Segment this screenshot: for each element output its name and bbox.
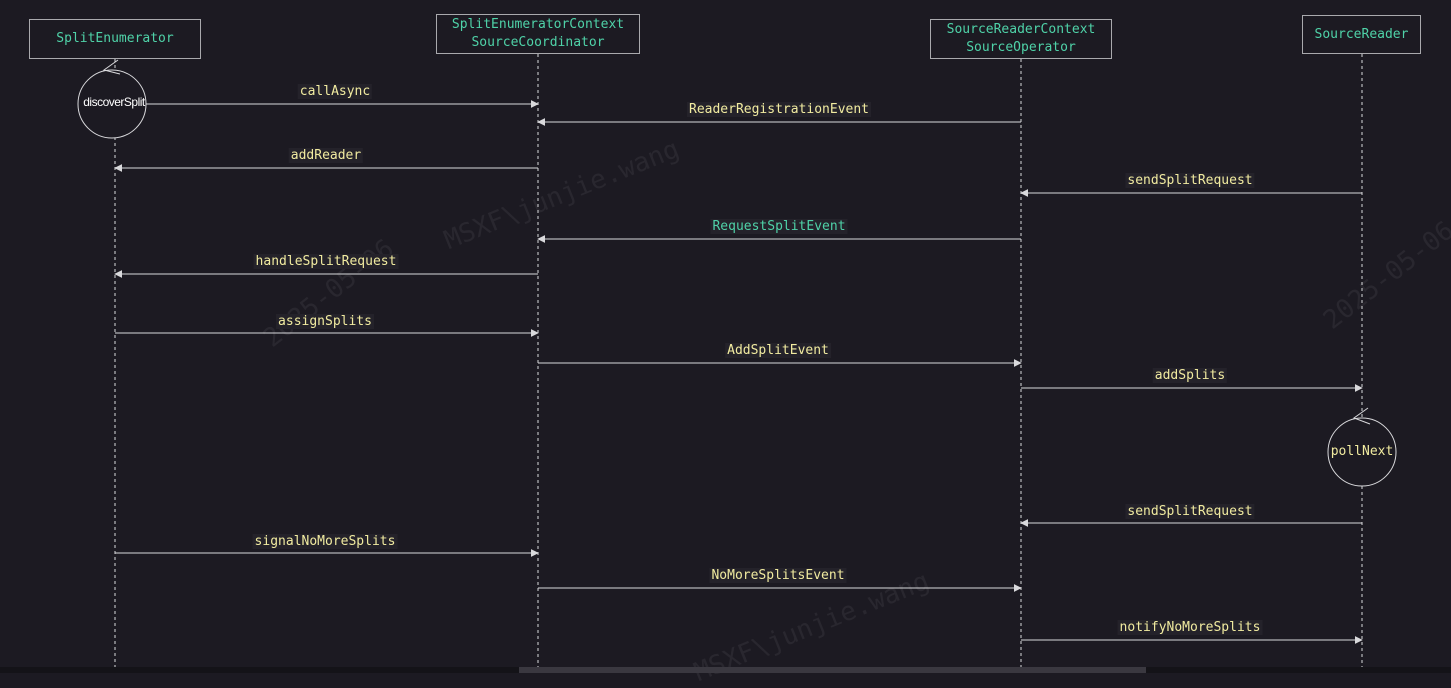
message-label: handleSplitRequest — [253, 254, 399, 270]
actor-label: SourceReaderContext — [946, 22, 1096, 37]
message-text: NoMoreSplitsEvent — [709, 568, 847, 583]
message-label: notifyNoMoreSplits — [1117, 620, 1263, 636]
message-label: NoMoreSplitsEvent — [709, 568, 847, 584]
loop-label-poll-next: pollNext — [1330, 444, 1394, 459]
message-text: assignSplits — [276, 314, 374, 329]
horizontal-scrollbar-thumb[interactable] — [519, 667, 1146, 673]
actor-label: SplitEnumeratorContext — [451, 17, 625, 32]
message-text: addSplits — [1152, 368, 1228, 383]
message-label: ReaderRegistrationEvent — [686, 102, 872, 118]
discover-split-loop-arrow — [102, 59, 121, 75]
message-text: AddSplitEvent — [725, 343, 831, 358]
actor-source-coordinator: SplitEnumeratorContext SourceCoordinator — [436, 14, 640, 54]
message-text: ReaderRegistrationEvent — [686, 102, 872, 117]
loop-label-discover-split: discoverSplit — [83, 95, 145, 109]
message-label: sendSplitRequest — [1125, 173, 1255, 189]
message-text: callAsync — [297, 84, 373, 99]
actor-label: SourceCoordinator — [471, 35, 605, 50]
actor-label: SplitEnumerator — [56, 31, 174, 46]
actor-split-enumerator: SplitEnumerator — [29, 19, 201, 59]
actor-label: SourceOperator — [966, 40, 1076, 55]
poll-next-loop-circle — [1327, 417, 1397, 487]
message-text: handleSplitRequest — [253, 254, 399, 269]
message-text: sendSplitRequest — [1125, 173, 1255, 188]
message-text: signalNoMoreSplits — [252, 534, 398, 549]
message-text: RequestSplitEvent — [710, 219, 848, 234]
message-text: notifyNoMoreSplits — [1117, 620, 1263, 635]
message-label: callAsync — [297, 84, 373, 100]
message-text: sendSplitRequest — [1125, 504, 1255, 519]
message-label: RequestSplitEvent — [710, 219, 848, 235]
message-label: addSplits — [1152, 368, 1228, 384]
message-label: sendSplitRequest — [1125, 504, 1255, 520]
message-label: AddSplitEvent — [725, 343, 831, 359]
actor-source-reader: SourceReader — [1302, 15, 1421, 54]
message-label: assignSplits — [276, 314, 374, 330]
actor-label: SourceReader — [1314, 26, 1409, 42]
actor-source-operator: SourceReaderContext SourceOperator — [930, 19, 1112, 59]
diagram-lines — [77, 54, 1397, 667]
message-label: signalNoMoreSplits — [252, 534, 398, 550]
poll-next-loop-arrow — [1352, 407, 1371, 425]
message-label: addReader — [288, 148, 364, 164]
message-text: addReader — [288, 148, 364, 163]
sequence-diagram: MSXF\junjie.wang 2025-05-06 2025-05-06 M… — [29, 14, 1451, 688]
